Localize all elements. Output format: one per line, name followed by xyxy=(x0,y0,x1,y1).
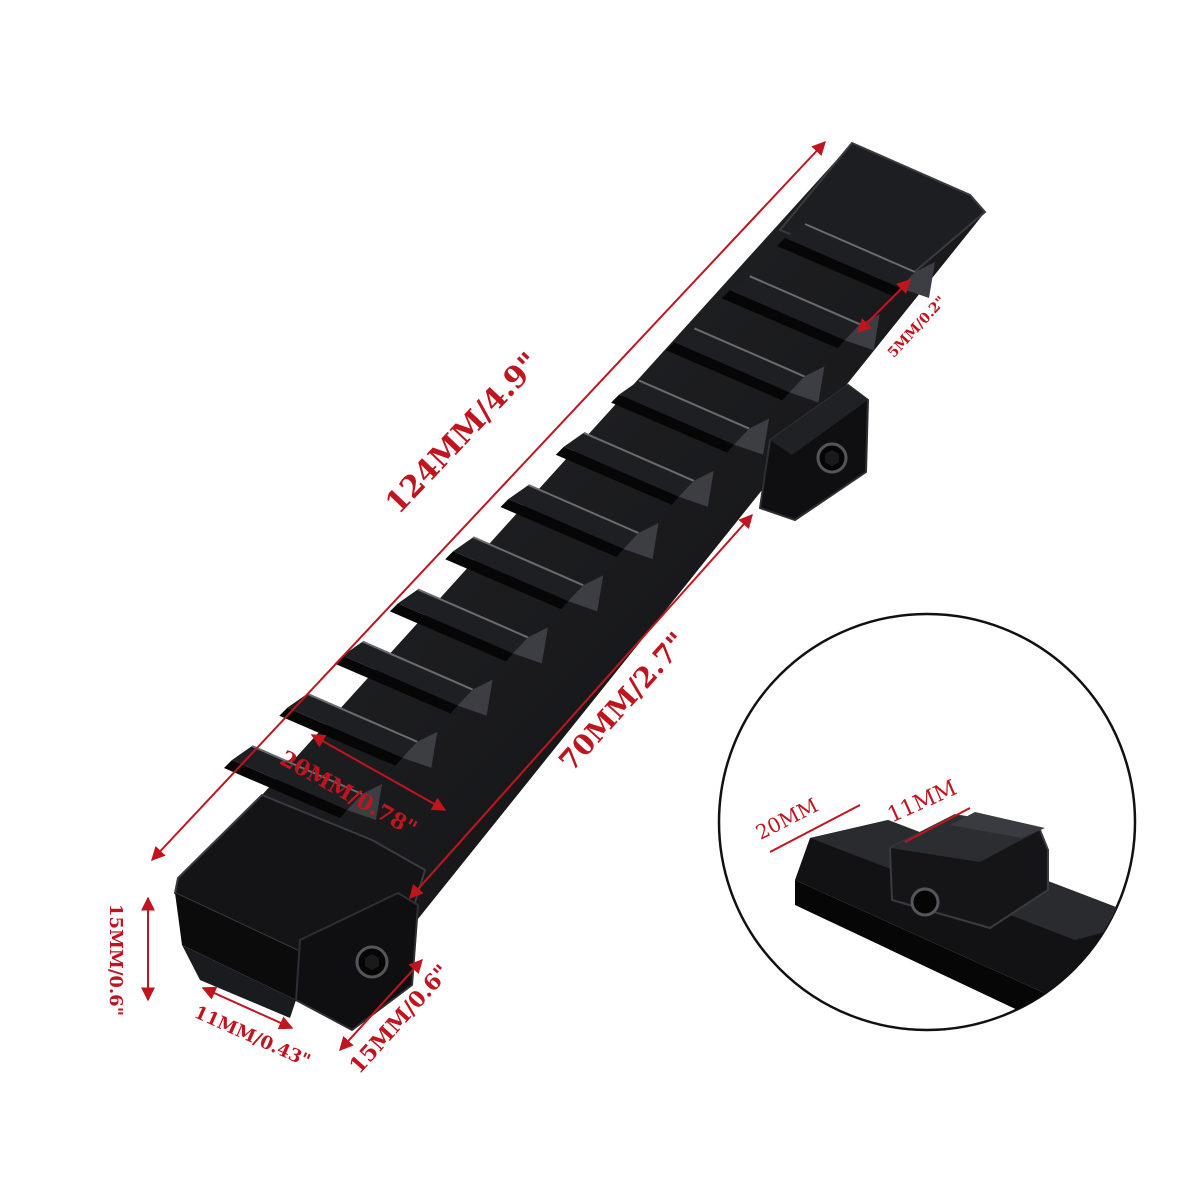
clamp-length-arrow xyxy=(409,513,753,900)
inset-base-width-line xyxy=(904,807,971,843)
top-width-arrow xyxy=(310,734,447,811)
base-width-label: 11MM/0.43" xyxy=(191,1002,313,1072)
inset-top-width-line xyxy=(769,804,861,853)
inset-detail: 20MM 11MM xyxy=(717,612,1137,1032)
overall-length-arrow xyxy=(151,140,826,862)
clamp-depth-arrow xyxy=(339,958,423,1052)
rail-front-face xyxy=(175,893,322,1000)
base-width-arrow xyxy=(201,986,294,1030)
height-label: 15MM/0.6" xyxy=(105,904,126,1016)
dimension-lines xyxy=(141,140,911,1052)
hex-screw-icon xyxy=(910,887,940,917)
slot-width-arrow xyxy=(857,279,911,333)
